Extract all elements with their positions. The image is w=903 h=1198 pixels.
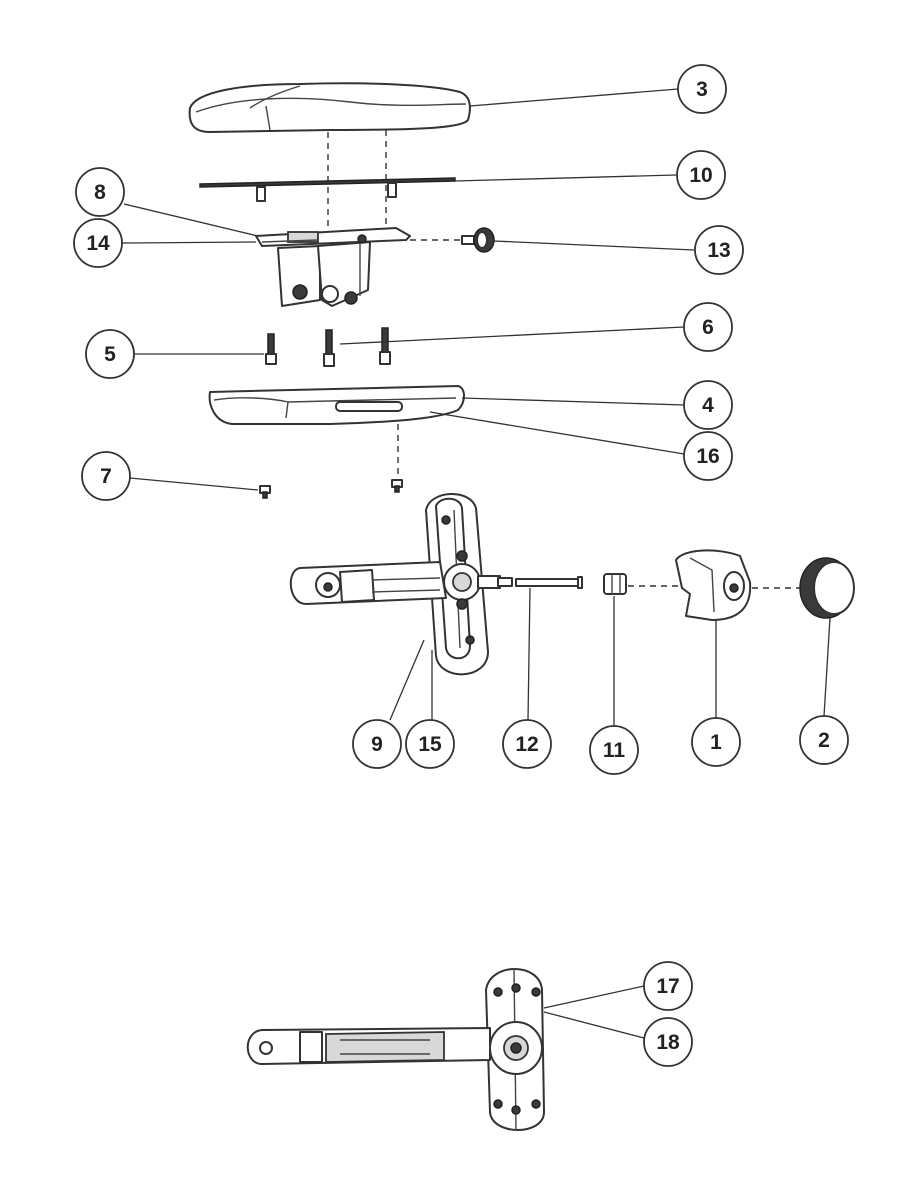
callout-15: 15 [405, 719, 455, 769]
callout-1: 1 [691, 717, 741, 767]
svg-text:12: 12 [515, 733, 538, 756]
svg-text:11: 11 [603, 739, 626, 762]
part-8-bracket [255, 227, 411, 307]
callout-8: 8 [75, 167, 125, 217]
leader-lines [121, 88, 831, 1039]
svg-text:10: 10 [689, 164, 712, 187]
svg-text:13: 13 [707, 239, 730, 262]
part-11-nut [603, 573, 627, 595]
svg-text:5: 5 [104, 343, 116, 366]
part-18-arm-lower [246, 1021, 543, 1075]
svg-text:8: 8 [94, 181, 106, 204]
part-2-knob [799, 557, 855, 619]
callout-6: 6 [683, 302, 733, 352]
part-1-cap [675, 549, 752, 621]
part-5-screw [265, 333, 277, 365]
svg-text:3: 3 [696, 78, 708, 101]
svg-text:16: 16 [696, 445, 719, 468]
callout-17: 17 [643, 961, 693, 1011]
callout-14: 14 [73, 218, 123, 268]
callout-5: 5 [85, 329, 135, 379]
svg-text:15: 15 [418, 733, 442, 756]
callout-10: 10 [676, 150, 726, 200]
callout-18: 18 [643, 1017, 693, 1067]
part-12-pin [515, 576, 583, 589]
svg-text:6: 6 [702, 316, 714, 339]
callout-7: 7 [81, 451, 131, 501]
svg-text:18: 18 [656, 1031, 680, 1054]
part-16-slot [335, 401, 403, 412]
callout-12: 12 [502, 719, 552, 769]
svg-text:2: 2 [818, 729, 830, 752]
part-14-bracket-detail [261, 239, 319, 243]
part-13-knob [461, 227, 495, 253]
part-6-screws [323, 327, 391, 367]
svg-text:4: 4 [702, 394, 714, 417]
part-9-arm [289, 550, 513, 610]
callout-2: 2 [799, 715, 849, 765]
callout-3: 3 [677, 64, 727, 114]
svg-text:14: 14 [86, 232, 110, 255]
part-7-screws [259, 479, 403, 499]
callout-13: 13 [694, 225, 744, 275]
callout-9: 9 [352, 719, 402, 769]
callout-11: 11 [589, 725, 639, 775]
svg-text:17: 17 [656, 975, 679, 998]
svg-text:7: 7 [100, 465, 112, 488]
svg-text:1: 1 [710, 731, 722, 754]
svg-text:9: 9 [371, 733, 383, 756]
part-3-armrest-pad [188, 82, 471, 133]
callout-16: 16 [683, 431, 733, 481]
callout-4: 4 [683, 380, 733, 430]
